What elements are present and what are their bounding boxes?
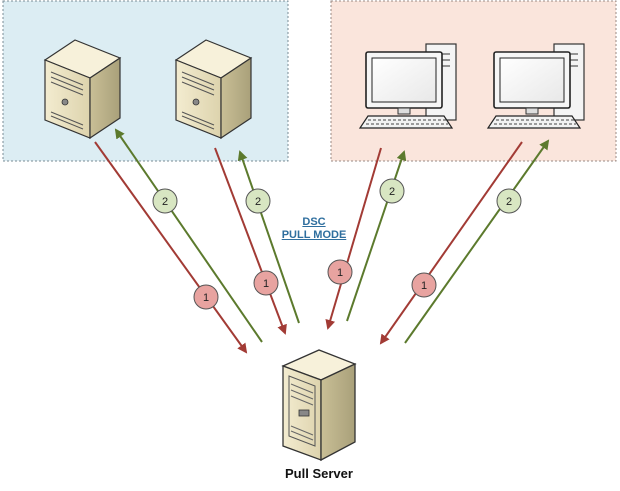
server-2-icon bbox=[174, 39, 253, 140]
server-1-icon bbox=[43, 39, 122, 140]
step-2-badge: 2 bbox=[379, 178, 405, 204]
diagram-title-line1: DSC bbox=[302, 216, 326, 228]
pull-arrow-workstation-2 bbox=[379, 141, 523, 345]
pull-arrow-server-1 bbox=[94, 141, 248, 354]
response-arrow-server-2 bbox=[237, 150, 300, 324]
response-arrow-workstation-2 bbox=[404, 139, 550, 344]
step-2-badge: 2 bbox=[152, 188, 178, 214]
workstation-1-icon bbox=[358, 43, 457, 129]
diagram-title: DSC PULL MODE bbox=[254, 216, 374, 242]
svg-text:2: 2 bbox=[255, 196, 261, 208]
svg-text:1: 1 bbox=[421, 280, 427, 292]
step-2-badge: 2 bbox=[245, 188, 271, 214]
svg-text:1: 1 bbox=[263, 278, 269, 290]
workstation-2-icon bbox=[486, 43, 585, 129]
step-1-badge: 1 bbox=[193, 284, 219, 310]
svg-text:2: 2 bbox=[389, 186, 395, 198]
svg-text:2: 2 bbox=[162, 196, 168, 208]
pull-arrow-server-2 bbox=[214, 147, 287, 335]
svg-text:1: 1 bbox=[203, 292, 209, 304]
pull-arrow-workstation-1 bbox=[325, 147, 382, 330]
pull-server-caption: Pull Server bbox=[285, 466, 353, 481]
diagram-title-line2: PULL MODE bbox=[281, 229, 347, 241]
step-1-badge: 1 bbox=[327, 259, 353, 285]
step-1-badge: 1 bbox=[253, 270, 279, 296]
step-2-badge: 2 bbox=[496, 188, 522, 214]
response-arrow-server-1 bbox=[114, 128, 263, 343]
svg-text:1: 1 bbox=[337, 267, 343, 279]
step-1-badge: 1 bbox=[411, 272, 437, 298]
pull-server-icon bbox=[281, 349, 357, 462]
svg-text:2: 2 bbox=[506, 196, 512, 208]
